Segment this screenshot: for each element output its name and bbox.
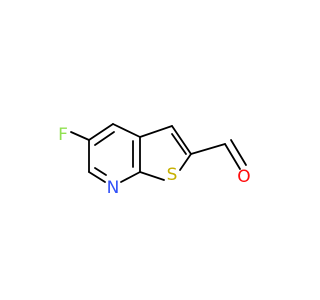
bond-c4-c3a (112, 123, 141, 138)
bond-n7-c7a (120, 171, 141, 183)
molecule-canvas: F N S O (58, 123, 251, 198)
bond-cho-o-double (230, 139, 247, 166)
bond-c3a-c3 (139, 125, 173, 138)
fluorine-atom-label: F (58, 125, 68, 145)
bond-c6-n7 (88, 171, 106, 183)
oxygen-atom-label: O (237, 167, 250, 187)
bond-c3-c2 (171, 125, 192, 155)
bond-c5-c4-double (94, 131, 115, 146)
bond-c5-c4 (88, 123, 114, 141)
bond-c6-n7-double (94, 167, 107, 176)
bond-c2-cho (190, 143, 226, 155)
nitrogen-atom-label: N (107, 178, 120, 198)
bond-layer (70, 123, 247, 183)
bond-cho-o (224, 143, 241, 170)
sulfur-atom-label: S (167, 165, 178, 185)
atom-label-layer: F N S O (58, 125, 251, 198)
bond-c2-s1 (179, 153, 192, 171)
molecule-structure: F N S O (58, 123, 251, 198)
bond-c5-f (70, 131, 90, 141)
bond-c3-c2-double (171, 133, 187, 155)
bond-s1-c7a (139, 171, 165, 181)
